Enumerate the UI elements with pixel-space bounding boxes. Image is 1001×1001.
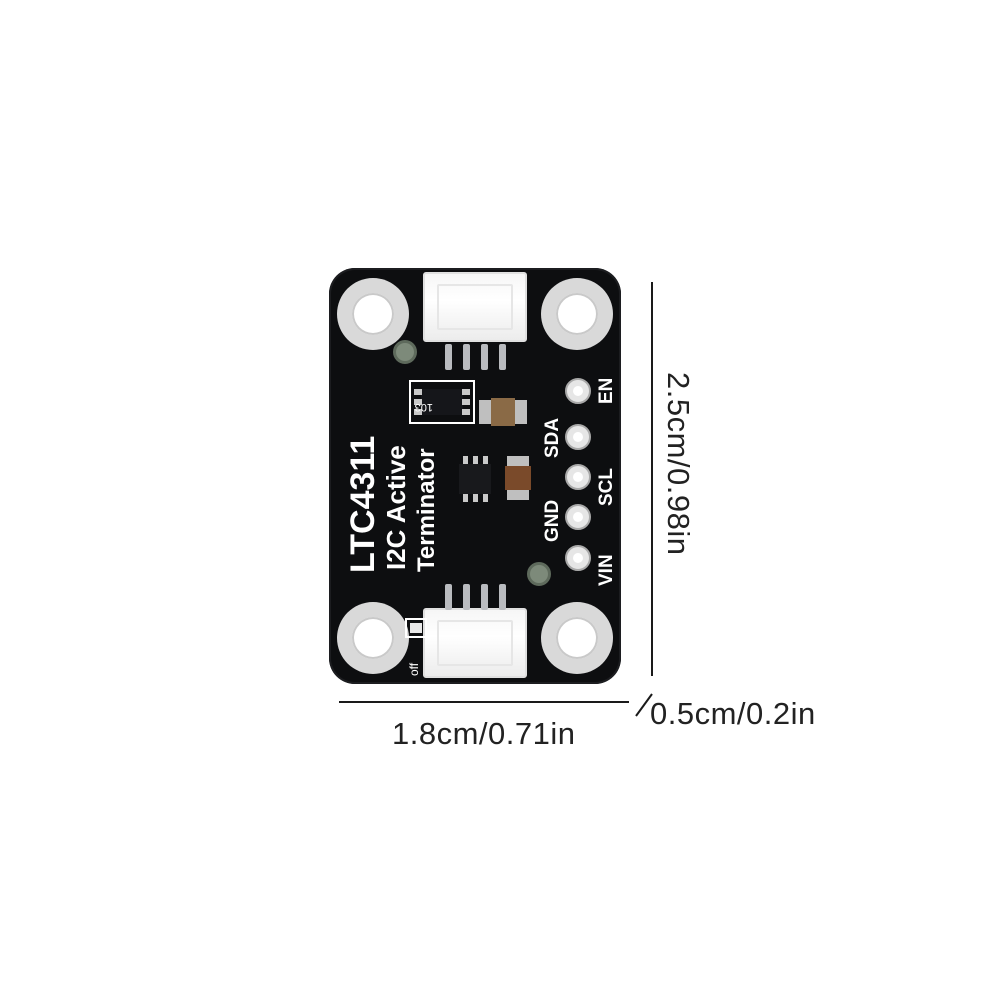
pin-label-scl: SCL bbox=[596, 468, 617, 506]
width-dimension-label: 1.8cm/0.71in bbox=[392, 716, 576, 751]
connector-pin bbox=[463, 344, 470, 370]
connector-slot bbox=[437, 284, 513, 330]
height-dimension-label: 2.5cm/0.98in bbox=[661, 372, 696, 556]
switch-label: off bbox=[407, 662, 421, 676]
header-pin-vin bbox=[565, 545, 591, 571]
mounting-hole-top-left bbox=[337, 278, 409, 350]
connector-pin bbox=[481, 584, 488, 610]
pcb-board: 103 bbox=[329, 268, 621, 684]
board-subtitle-2: Terminator bbox=[413, 448, 440, 572]
board-title: LTC4311 bbox=[344, 435, 382, 573]
connector-pin bbox=[481, 344, 488, 370]
header-pin-gnd bbox=[565, 504, 591, 530]
top-qwiic-connector bbox=[423, 272, 527, 342]
mounting-hole-bottom-right bbox=[541, 602, 613, 674]
resistor-network bbox=[409, 380, 475, 424]
width-dimension-line bbox=[339, 701, 629, 703]
pin-label-en: EN bbox=[596, 377, 617, 404]
pin-label-vin: VIN bbox=[596, 554, 617, 586]
resistor-code: 103 bbox=[414, 401, 433, 413]
connector-pin bbox=[445, 584, 452, 610]
connector-slot bbox=[437, 620, 513, 666]
header-pin-sda bbox=[565, 424, 591, 450]
pin-label-gnd: GND bbox=[542, 499, 563, 542]
fiducial-mark bbox=[393, 340, 417, 364]
bottom-qwiic-connector bbox=[423, 608, 527, 678]
ic-chip bbox=[459, 456, 491, 502]
connector-pin bbox=[499, 584, 506, 610]
height-dimension-line bbox=[651, 282, 653, 676]
connector-pin bbox=[463, 584, 470, 610]
mounting-hole-top-right bbox=[541, 278, 613, 350]
thickness-dimension-line bbox=[635, 693, 653, 717]
pin-label-sda: SDA bbox=[542, 417, 563, 458]
connector-pin bbox=[499, 344, 506, 370]
mounting-hole-bottom-left bbox=[337, 602, 409, 674]
capacitor bbox=[479, 398, 527, 426]
capacitor bbox=[505, 456, 531, 500]
fiducial-mark bbox=[527, 562, 551, 586]
header-pin-scl bbox=[565, 464, 591, 490]
header-pin-en bbox=[565, 378, 591, 404]
thickness-dimension-label: 0.5cm/0.2in bbox=[650, 696, 816, 731]
connector-pin bbox=[445, 344, 452, 370]
board-subtitle: I2C Active bbox=[381, 445, 411, 570]
led bbox=[405, 618, 427, 638]
